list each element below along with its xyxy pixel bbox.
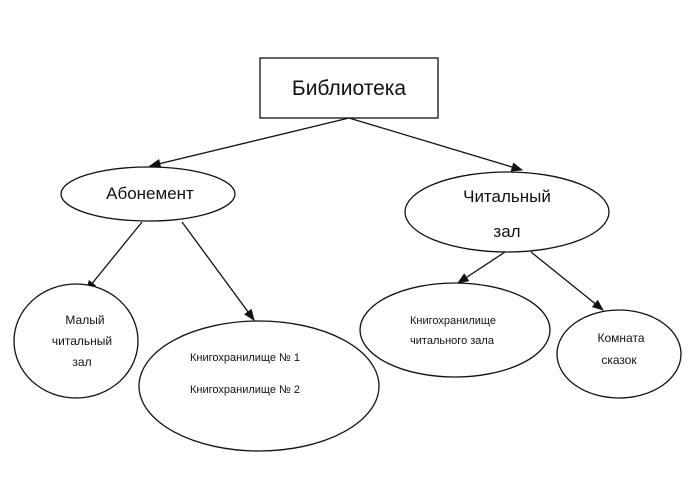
arrow-reading-to-fairy-room xyxy=(530,251,604,311)
node-storage-2-line: Книгохранилище № 2 xyxy=(190,384,300,396)
node-reading-room-line: Читальный xyxy=(463,187,551,206)
node-reading-room: Читальный зал xyxy=(404,171,610,253)
node-abonement-label: Абонемент xyxy=(106,184,194,203)
node-storage-1-line: Книгохранилище № 1 xyxy=(190,352,300,364)
node-abonement: Абонемент xyxy=(60,166,236,222)
node-library: Библиотека xyxy=(259,57,439,119)
node-storage-reading-line: Книгохранилище xyxy=(410,315,496,327)
node-small-reading-room: Малый читальный зал xyxy=(13,283,139,399)
node-storage-reading: Книгохранилище читального зала xyxy=(359,282,551,378)
node-storage-reading-line: читального зала xyxy=(410,335,495,347)
node-small-room-line: Малый xyxy=(65,313,104,327)
node-fairy-room-line: Комната xyxy=(598,331,645,345)
node-small-room-line: зал xyxy=(72,355,91,369)
node-storage-abonement: Книгохранилище № 1 Книгохранилище № 2 xyxy=(138,320,380,452)
node-fairy-tale-room: Комната сказок xyxy=(556,309,682,399)
node-library-label: Библиотека xyxy=(292,77,407,100)
arrow-root-to-reading-room xyxy=(348,117,524,172)
node-small-room-line: читальный xyxy=(52,334,112,348)
node-fairy-room-line: сказок xyxy=(601,353,637,367)
node-reading-room-line: зал xyxy=(493,222,520,241)
arrow-abonement-to-storage xyxy=(181,221,255,321)
arrow-root-to-abonement xyxy=(148,117,350,169)
arrow-abonement-to-small-room xyxy=(85,221,143,292)
arrow-reading-to-storage xyxy=(457,251,506,284)
